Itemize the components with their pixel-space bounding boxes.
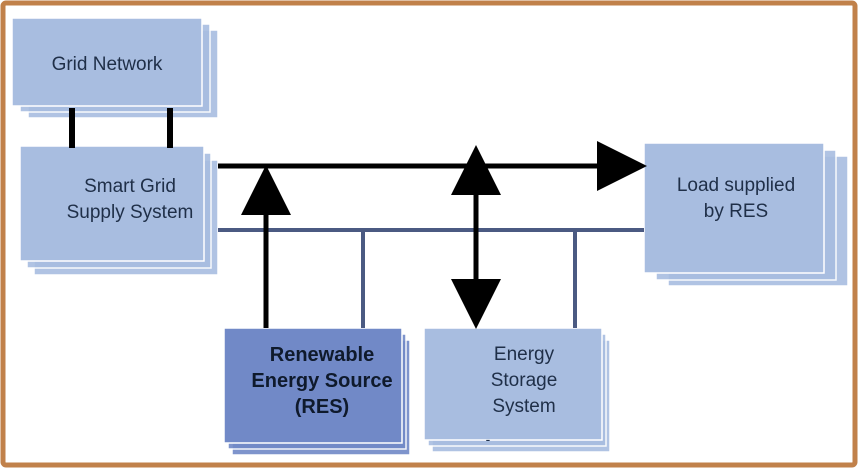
label-storage: Energy Storage System <box>490 344 558 417</box>
node-smart-grid <box>19 145 219 276</box>
label-load: Load supplied by RES <box>676 175 796 222</box>
label-smart-grid: Smart Grid Supply System <box>66 176 194 223</box>
node-storage <box>423 327 611 453</box>
node-res <box>223 327 411 456</box>
node-grid-network <box>11 17 219 119</box>
label-grid-network: Grid Network <box>51 54 163 75</box>
label-storage-footnote: - <box>485 431 491 447</box>
node-load <box>643 142 849 287</box>
label-res: Renewable Energy Source (RES) <box>251 344 393 418</box>
